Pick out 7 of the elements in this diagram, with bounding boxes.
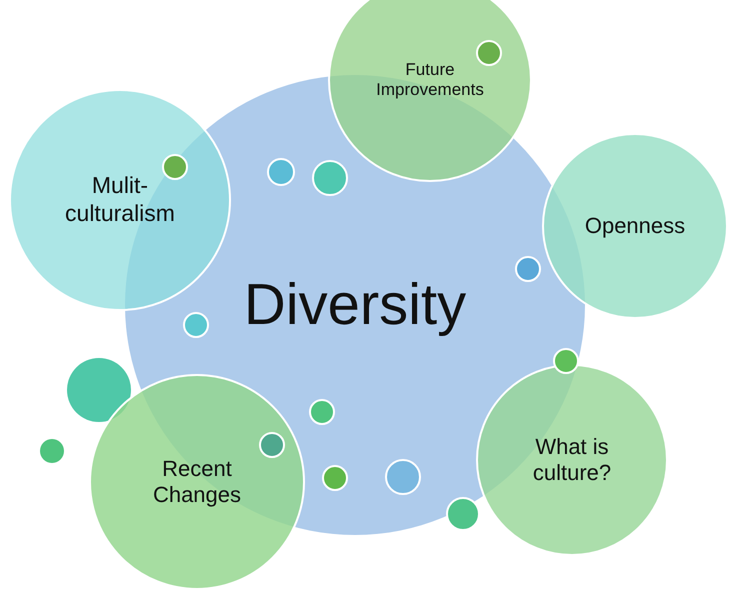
topic-label: Recent Changes <box>152 456 242 508</box>
topic-label: Future Improvements <box>375 60 485 100</box>
topic-label: Openness <box>584 212 686 240</box>
topic-label: Mulit-culturalism <box>64 172 176 228</box>
decorative-dot <box>40 439 64 463</box>
topic-label: What is culture? <box>532 434 612 486</box>
central-label: Diversity <box>244 271 466 340</box>
